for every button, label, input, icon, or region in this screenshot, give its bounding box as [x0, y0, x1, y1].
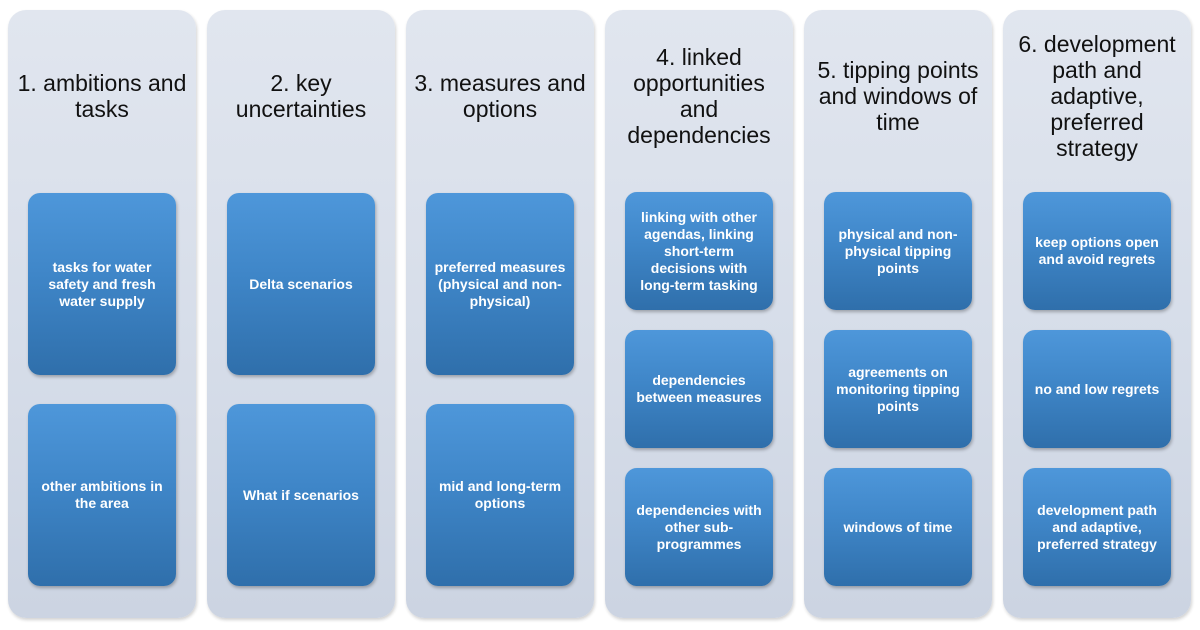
step-title-1: 1. ambitions and tasks — [17, 70, 187, 122]
step-title-5: 5. tipping points and windows of time — [817, 57, 979, 135]
step-card: agreements on monitoring tipping points — [824, 330, 972, 448]
step-card: What if scenarios — [227, 404, 375, 586]
step-card: Delta scenarios — [227, 193, 375, 375]
step-title-4: 4. linked opportunities and dependencies — [627, 44, 771, 148]
step-column-6: 6. development path and adaptive, prefer… — [1003, 10, 1191, 618]
step-column-2: 2. key uncertainties Delta scenarios Wha… — [207, 10, 395, 618]
step-card: physical and non-physical tipping points — [824, 192, 972, 310]
step-card: no and low regrets — [1023, 330, 1171, 448]
step-card: mid and long-term options — [426, 404, 574, 586]
step-card: other ambitions in the area — [28, 404, 176, 586]
step-title-3: 3. measures and options — [414, 70, 586, 122]
step-card: keep options open and avoid regrets — [1023, 192, 1171, 310]
step-card: windows of time — [824, 468, 972, 586]
step-card: linking with other agendas, linking shor… — [625, 192, 773, 310]
step-column-3: 3. measures and options preferred measur… — [406, 10, 594, 618]
step-title-2: 2. key uncertainties — [235, 70, 367, 122]
step-card: tasks for water safety and fresh water s… — [28, 193, 176, 375]
step-card: dependencies with other sub-programmes — [625, 468, 773, 586]
step-title-6: 6. development path and adaptive, prefer… — [1018, 31, 1176, 161]
step-column-1: 1. ambitions and tasks tasks for water s… — [8, 10, 196, 618]
step-card: dependencies between measures — [625, 330, 773, 448]
step-card: preferred measures (physical and non-phy… — [426, 193, 574, 375]
step-column-5: 5. tipping points and windows of time ph… — [804, 10, 992, 618]
step-column-4: 4. linked opportunities and dependencies… — [605, 10, 793, 618]
step-card: development path and adaptive, preferred… — [1023, 468, 1171, 586]
